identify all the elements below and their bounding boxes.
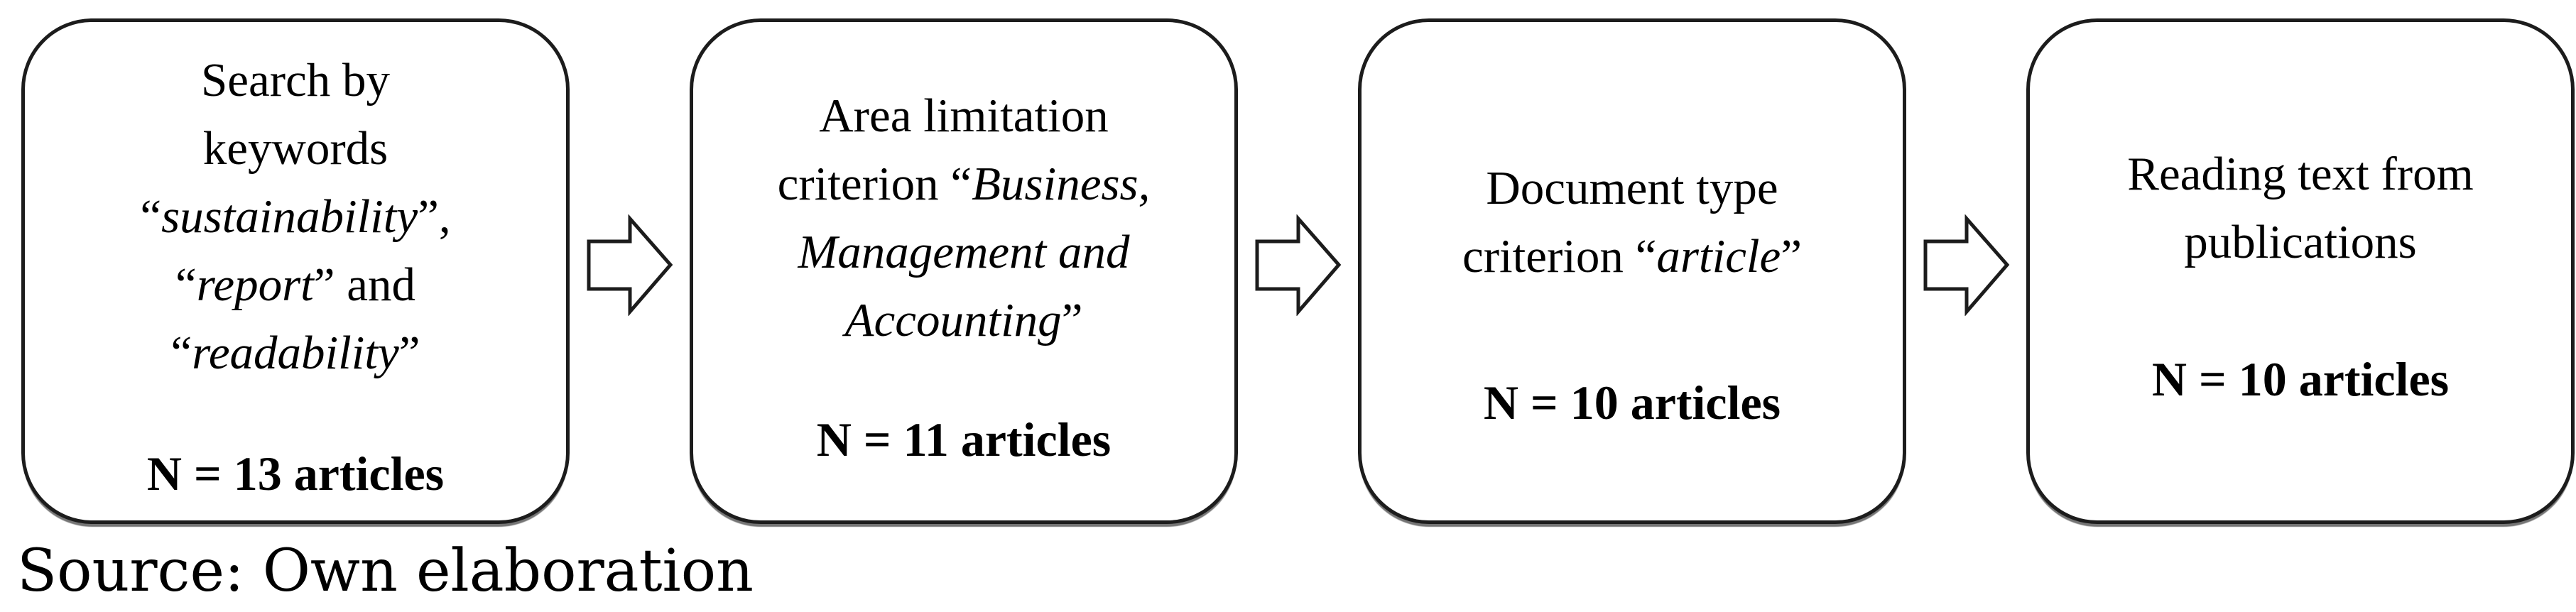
title-segment: “	[175, 258, 197, 311]
title-segment: Reading text from	[2127, 148, 2474, 200]
title-segment: ” and	[313, 258, 415, 311]
title-segment: “	[140, 190, 162, 243]
title-segment: publications	[2184, 216, 2417, 268]
step-title: Area limitation criterion “Business, Manag…	[693, 82, 1234, 354]
title-line: Area limitation	[693, 82, 1234, 150]
flow-arrow-icon	[1923, 214, 2010, 316]
flow-step-box: Area limitation criterion “Business, Manag…	[690, 18, 1238, 524]
flow-arrow-icon	[586, 214, 673, 316]
right-block-arrow-glyph	[587, 214, 673, 316]
title-line: Document type	[1362, 154, 1903, 222]
title-segment: Search by	[200, 54, 391, 106]
title-line: “sustainability”,	[25, 182, 566, 251]
title-segment: criterion “	[1462, 230, 1657, 283]
title-line: Accounting”	[693, 286, 1234, 354]
title-segment: criterion “	[777, 158, 972, 210]
title-segment: keywords	[202, 122, 388, 175]
title-segment: Management and	[798, 226, 1130, 278]
title-line: criterion “article”	[1362, 222, 1903, 290]
flow-step-box: Document type criterion “article” N = 10 …	[1358, 18, 1906, 524]
title-line: “readability”	[25, 319, 566, 387]
step-title: Document type criterion “article”	[1362, 154, 1903, 290]
title-segment: Document type	[1486, 162, 1778, 214]
title-segment: Accounting	[844, 294, 1062, 346]
title-line: Management and	[693, 218, 1234, 286]
title-line: publications	[2030, 208, 2571, 276]
title-segment: report	[196, 258, 314, 311]
title-line: Reading text from	[2030, 140, 2571, 208]
title-line: Search by	[25, 46, 566, 114]
title-segment: article	[1656, 230, 1781, 283]
right-block-arrow-glyph	[1923, 214, 2010, 316]
step-count: N = 10 articles	[1483, 376, 1781, 430]
title-segment: sustainability	[161, 190, 418, 243]
title-segment: Area limitation	[819, 89, 1109, 142]
title-segment: readability	[192, 327, 399, 379]
title-segment: ”,	[418, 190, 451, 243]
step-count: N = 10 articles	[2151, 352, 2450, 406]
title-segment: ”	[1061, 294, 1083, 346]
right-block-arrow-glyph	[1255, 214, 1342, 316]
step-count: N = 13 articles	[146, 447, 445, 501]
title-segment: ”	[1781, 230, 1803, 283]
title-line: criterion “Business,	[693, 150, 1234, 218]
flow-step-box: Reading text from publications N = 10 art…	[2026, 18, 2575, 524]
source-caption: Source: Own elaboration	[17, 537, 754, 605]
title-segment: ”	[398, 327, 420, 379]
step-title: Reading text from publications	[2030, 140, 2571, 276]
flow-arrow-icon	[1254, 214, 1342, 316]
title-line: “report” and	[25, 251, 566, 319]
title-segment: “	[170, 327, 192, 379]
title-line: keywords	[25, 114, 566, 182]
step-count: N = 11 articles	[816, 412, 1112, 466]
title-segment: Business,	[972, 158, 1151, 210]
